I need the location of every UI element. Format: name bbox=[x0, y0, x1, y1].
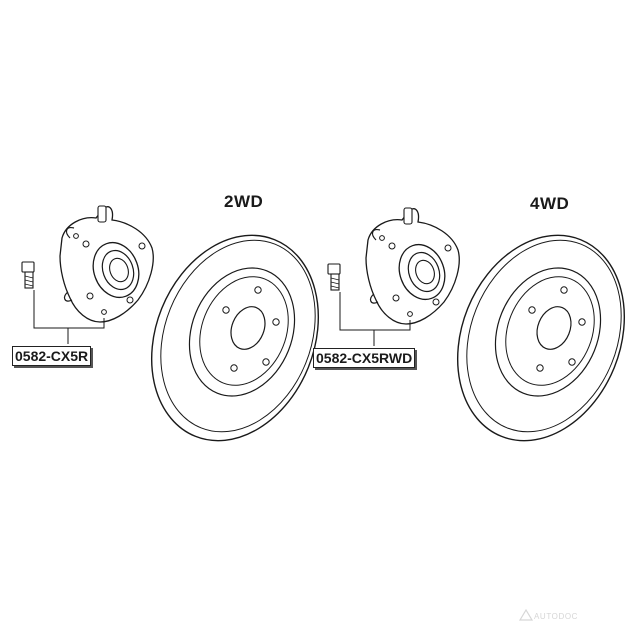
hub-assembly-2wd bbox=[21, 205, 154, 345]
brake-disc-4wd bbox=[427, 209, 642, 467]
part-number-label: 0582-CX5R bbox=[12, 346, 92, 366]
variant-title-4wd: 4WD bbox=[530, 194, 570, 213]
autodoc-logo-icon bbox=[518, 608, 534, 621]
part-number-label: 0582-CX5RWD bbox=[313, 348, 416, 368]
hub-assembly-rwd bbox=[327, 207, 460, 347]
watermark-text: AUTODOC bbox=[534, 612, 579, 621]
variant-title-2wd: 2WD bbox=[224, 192, 264, 211]
brake-disc-2wd bbox=[121, 209, 349, 467]
